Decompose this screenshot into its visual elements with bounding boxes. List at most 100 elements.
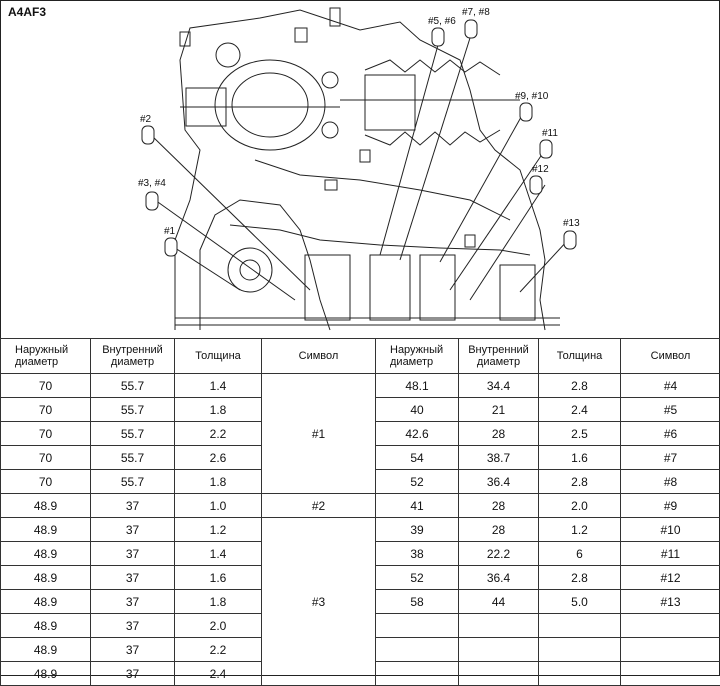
cell-outer-diameter: 48.9: [1, 590, 91, 614]
washer-icon-3-4: [146, 192, 158, 210]
cell-inner-diameter: 36.4: [459, 470, 539, 494]
cell-thickness: 1.4: [175, 374, 262, 398]
cell-outer-diameter: 70: [1, 374, 91, 398]
washer-icon-7-8: [465, 20, 477, 38]
cell-outer-diameter: 48.9: [1, 638, 91, 662]
cell-symbol: #8: [621, 470, 720, 494]
cell-thickness: [539, 614, 621, 638]
cell-thickness: 1.6: [175, 566, 262, 590]
cell-thickness: 1.0: [175, 494, 262, 518]
washer-icon-2: [142, 126, 154, 144]
cell-inner-diameter: [459, 614, 539, 638]
cell-thickness: 1.8: [175, 590, 262, 614]
cell-thickness: 1.8: [175, 398, 262, 422]
cell-symbol: #3: [262, 518, 376, 686]
cell-symbol: [621, 662, 720, 686]
cell-inner-diameter: 55.7: [91, 422, 175, 446]
cell-symbol: #1: [262, 374, 376, 494]
cell-inner-diameter: 28: [459, 518, 539, 542]
cell-inner-diameter: 37: [91, 614, 175, 638]
cell-symbol: #9: [621, 494, 720, 518]
cell-outer-diameter: 54: [376, 446, 459, 470]
cell-symbol: #5: [621, 398, 720, 422]
cell-inner-diameter: 55.7: [91, 398, 175, 422]
cell-thickness: 6: [539, 542, 621, 566]
cell-outer-diameter: [376, 638, 459, 662]
callout-label: #2: [140, 114, 152, 125]
cell-symbol: #4: [621, 374, 720, 398]
cell-inner-diameter: 37: [91, 590, 175, 614]
cell-outer-diameter: 39: [376, 518, 459, 542]
cell-outer-diameter: 70: [1, 470, 91, 494]
cell-outer-diameter: 48.9: [1, 518, 91, 542]
cell-thickness: 2.0: [539, 494, 621, 518]
cell-symbol: #2: [262, 494, 376, 518]
washer-icon-12: [530, 176, 542, 194]
cell-thickness: 2.4: [175, 662, 262, 686]
cell-outer-diameter: 52: [376, 566, 459, 590]
cell-outer-diameter: 48.9: [1, 566, 91, 590]
cell-thickness: 2.5: [539, 422, 621, 446]
cell-inner-diameter: 36.4: [459, 566, 539, 590]
cell-thickness: 2.2: [175, 638, 262, 662]
cell-outer-diameter: 42.6: [376, 422, 459, 446]
header-thickness: Толщина: [539, 339, 621, 374]
cell-symbol: [621, 614, 720, 638]
cell-inner-diameter: 44: [459, 590, 539, 614]
header-thickness: Толщина: [175, 339, 262, 374]
cell-thickness: 1.6: [539, 446, 621, 470]
washer-icon-11: [540, 140, 552, 158]
cell-outer-diameter: 38: [376, 542, 459, 566]
cell-outer-diameter: [376, 614, 459, 638]
header-symbol: Символ: [621, 339, 720, 374]
cell-outer-diameter: [376, 662, 459, 686]
cell-thickness: 2.4: [539, 398, 621, 422]
cell-inner-diameter: [459, 638, 539, 662]
header-symbol: Символ: [262, 339, 376, 374]
cell-symbol: #7: [621, 446, 720, 470]
cell-outer-diameter: 40: [376, 398, 459, 422]
cell-outer-diameter: 58: [376, 590, 459, 614]
cell-symbol: #12: [621, 566, 720, 590]
cell-thickness: 2.8: [539, 566, 621, 590]
cell-inner-diameter: 55.7: [91, 446, 175, 470]
callout-label: #5, #6: [428, 16, 456, 27]
cell-inner-diameter: 55.7: [91, 470, 175, 494]
cell-thickness: 2.8: [539, 374, 621, 398]
callout-label: #11: [542, 128, 558, 139]
cell-inner-diameter: 34.4: [459, 374, 539, 398]
cell-thickness: 1.4: [175, 542, 262, 566]
cell-outer-diameter: 70: [1, 446, 91, 470]
cell-inner-diameter: 38.7: [459, 446, 539, 470]
washer-icon-5-6: [432, 28, 444, 46]
cell-symbol: #11: [621, 542, 720, 566]
callout-label: #12: [532, 164, 549, 175]
cell-inner-diameter: 28: [459, 422, 539, 446]
cell-outer-diameter: 48.9: [1, 494, 91, 518]
cell-inner-diameter: 28: [459, 494, 539, 518]
cell-inner-diameter: 37: [91, 638, 175, 662]
cell-outer-diameter: 70: [1, 422, 91, 446]
cell-inner-diameter: 55.7: [91, 374, 175, 398]
washer-icon-1: [165, 238, 177, 256]
cell-outer-diameter: 48.9: [1, 662, 91, 686]
cell-thickness: 2.6: [175, 446, 262, 470]
cell-thickness: 2.2: [175, 422, 262, 446]
cell-symbol: #6: [621, 422, 720, 446]
cell-thickness: 1.2: [175, 518, 262, 542]
cell-inner-diameter: 37: [91, 662, 175, 686]
callout-label: #3, #4: [138, 178, 166, 189]
cell-thickness: [539, 638, 621, 662]
cell-symbol: #13: [621, 590, 720, 614]
model-code: A4AF3: [8, 5, 46, 19]
cell-inner-diameter: 37: [91, 518, 175, 542]
